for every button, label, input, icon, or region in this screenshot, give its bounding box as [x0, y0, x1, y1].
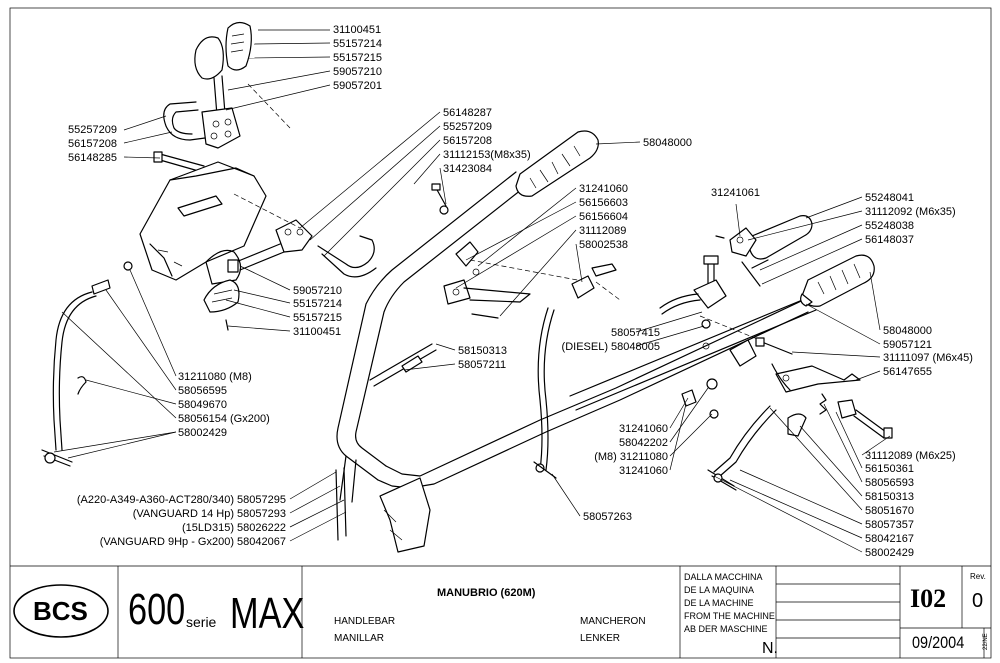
- side-code: 22/NE: [983, 633, 989, 650]
- part-label-56157208: 56157208: [68, 138, 117, 150]
- bcs-logo: BCS: [33, 596, 88, 626]
- part-label-55157215: 55157215: [333, 52, 382, 64]
- part-label-58002429: 58002429: [178, 427, 227, 439]
- leader-lines: [53, 29, 891, 553]
- part-label-31241060: 31241060: [579, 183, 628, 195]
- sheet-border: [9, 7, 992, 659]
- rev-label: Rev.: [970, 572, 986, 581]
- part-label-58150313-b: 58150313: [865, 491, 914, 503]
- part-label-31112092: 31112092 (M6x35): [865, 206, 956, 218]
- part-label-31241061: 31241061: [711, 187, 760, 199]
- part-label-59057210-b: 59057210: [293, 285, 342, 297]
- part-label-31211080-b: (M8) 31211080: [594, 451, 668, 463]
- part-label-58057357: 58057357: [865, 519, 914, 531]
- part-label-31112089-b: 31112089 (M6x25): [865, 450, 956, 462]
- from-machine-it: DALLA MACCHINA: [684, 572, 763, 582]
- model-title: 600: [128, 580, 201, 640]
- model-serie: serie: [186, 614, 217, 630]
- part-label-58042202: 58042202: [619, 437, 668, 449]
- model-number: 600: [128, 585, 186, 634]
- from-machine-en: FROM THE MACHINE: [684, 611, 775, 621]
- part-label-58150313: 58150313: [458, 345, 507, 357]
- from-machine-fr: DE LA MACHINE: [684, 598, 754, 608]
- from-machine-de: AB DER MASCHINE: [684, 624, 768, 634]
- part-label-56148037: 56148037: [865, 234, 914, 246]
- title-italian: MANUBRIO (620M): [437, 587, 536, 599]
- part-label-58002538: 58002538: [579, 239, 628, 251]
- part-label-58057293: (VANGUARD 14 Hp) 58057293: [132, 508, 286, 520]
- part-label-58057211: 58057211: [458, 359, 507, 371]
- part-label-58056593: 58056593: [865, 477, 914, 489]
- gear-shifter-group: [139, 21, 377, 331]
- part-label-58048005: (DIESEL) 58048005: [561, 341, 660, 353]
- part-label-58057295: (A220-A349-A360-ACT280/340) 58057295: [76, 494, 286, 506]
- part-label-56148285: 56148285: [68, 152, 117, 164]
- part-label-31112089: 31112089: [579, 225, 627, 237]
- part-label-58057415: 58057415: [611, 327, 660, 339]
- part-label-59057210: 59057210: [333, 66, 382, 78]
- left-cable-group: [41, 261, 133, 467]
- part-label-58049670: 58049670: [178, 399, 227, 411]
- part-label-31100451-b: 31100451: [293, 326, 342, 338]
- part-label-58048000-b: 58048000: [883, 325, 932, 337]
- part-label-58057263: 58057263: [583, 511, 632, 523]
- number-label: N.: [762, 640, 778, 657]
- table-code: I02: [910, 584, 947, 613]
- issue-date: 09/2004: [912, 633, 965, 652]
- part-label-55157215-b: 55157215: [293, 312, 342, 324]
- from-machine-es: DE LA MAQUINA: [684, 585, 755, 595]
- part-label-55248038: 55248038: [865, 220, 914, 232]
- part-label-56157208-b: 56157208: [443, 135, 492, 147]
- part-label-58056595: 58056595: [178, 385, 227, 397]
- title-french: MANCHERON: [580, 616, 646, 627]
- part-label-56156603: 56156603: [579, 197, 628, 209]
- part-label-56150361: 56150361: [865, 463, 914, 475]
- part-label-31100451: 31100451: [333, 24, 382, 36]
- title-spanish: MANILLAR: [334, 633, 385, 644]
- part-label-58048000: 58048000: [643, 137, 692, 149]
- right-levers-group: [659, 215, 893, 491]
- part-label-31423084: 31423084: [443, 163, 492, 175]
- part-label-58002429-b: 58002429: [865, 547, 914, 559]
- part-label-31241060-c: 31241060: [619, 465, 668, 477]
- part-label-56156604: 56156604: [579, 211, 628, 223]
- title-block-grid: [10, 565, 991, 658]
- part-label-55257209-b: 55257209: [443, 121, 492, 133]
- title-english: HANDLEBAR: [334, 616, 396, 627]
- part-label-58051670: 58051670: [865, 505, 914, 517]
- title-german: LENKER: [580, 633, 621, 644]
- part-label-56148287: 56148287: [443, 107, 492, 119]
- part-label-31211080: 31211080 (M8): [178, 371, 252, 383]
- bcs-logo-oval: [13, 584, 109, 638]
- part-label-59057121: 59057121: [883, 339, 932, 351]
- part-label-58056154: 58056154 (Gx200): [178, 413, 270, 425]
- handlebar-frame: [335, 130, 875, 553]
- part-label-55157214: 55157214: [333, 38, 382, 50]
- part-label-59057201: 59057201: [333, 80, 382, 92]
- throttle-lever-group: [369, 183, 617, 479]
- part-label-55157214-b: 55157214: [293, 298, 342, 310]
- part-label-58042167: 58042167: [865, 533, 914, 545]
- part-label-56147655: 56147655: [883, 366, 932, 378]
- part-label-55257209: 55257209: [68, 124, 117, 136]
- part-label-55248041: 55248041: [865, 192, 914, 204]
- part-label-58042067: (VANGUARD 9Hp - Gx200) 58042067: [99, 536, 286, 548]
- part-label-31112153: 31112153(M8x35): [443, 149, 531, 161]
- model-name: MAX: [230, 589, 305, 638]
- part-label-31111097: 31111097 (M6x45): [883, 352, 973, 364]
- rev-value: 0: [972, 590, 984, 612]
- part-label-58026222: (15LD315) 58026222: [182, 522, 286, 534]
- part-label-31241060-b: 31241060: [619, 423, 668, 435]
